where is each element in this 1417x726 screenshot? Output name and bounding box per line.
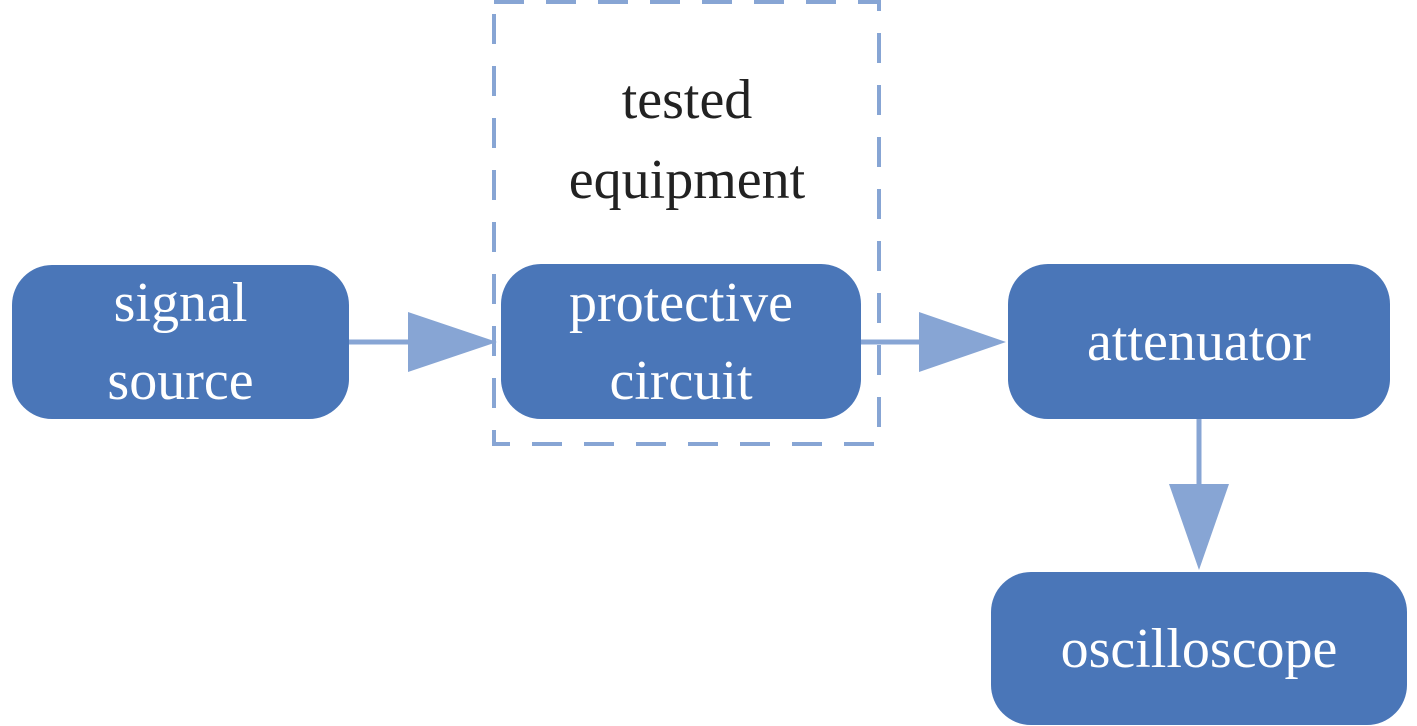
tested-equipment-label: tested equipment — [494, 60, 880, 220]
group-label-line-1: tested — [621, 69, 753, 131]
signal-source-label-line-1: signal — [113, 272, 248, 334]
protective-circuit-node: protective circuit — [501, 264, 861, 419]
oscilloscope-node: oscilloscope — [991, 572, 1407, 725]
attenuator-node: attenuator — [1008, 264, 1390, 419]
protective-circuit-label-line-1: protective — [569, 271, 793, 334]
arrow-attenuator-to-oscilloscope — [1169, 419, 1229, 570]
group-label-line-2: equipment — [568, 149, 806, 211]
signal-source-label-line-2: source — [107, 350, 254, 412]
signal-source-node: signal source — [12, 265, 349, 419]
attenuator-label: attenuator — [1087, 310, 1311, 373]
tested-equipment-boundary — [492, 0, 881, 446]
oscilloscope-label: oscilloscope — [1060, 617, 1338, 680]
arrow-protective-to-attenuator — [861, 312, 1006, 372]
protective-circuit-label-line-2: circuit — [609, 349, 753, 412]
arrow-source-to-protective — [349, 312, 497, 372]
